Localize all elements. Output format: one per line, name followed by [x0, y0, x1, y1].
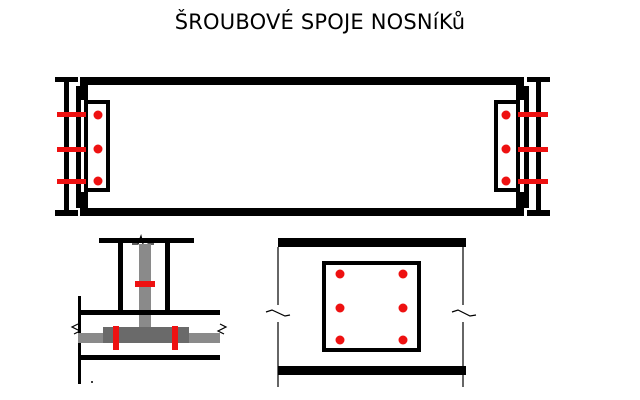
splice-plate-elevation — [265, 238, 477, 387]
beam-elevation — [55, 77, 550, 216]
right-bolts — [501, 110, 548, 186]
left-column — [55, 77, 81, 216]
right-column — [524, 77, 550, 216]
left-bolts — [57, 110, 103, 186]
diagram-title: ŠROUBOVÉ SPOJE NOSNíKů — [174, 10, 466, 34]
beam — [80, 77, 524, 216]
joint-cross-section — [70, 233, 228, 384]
